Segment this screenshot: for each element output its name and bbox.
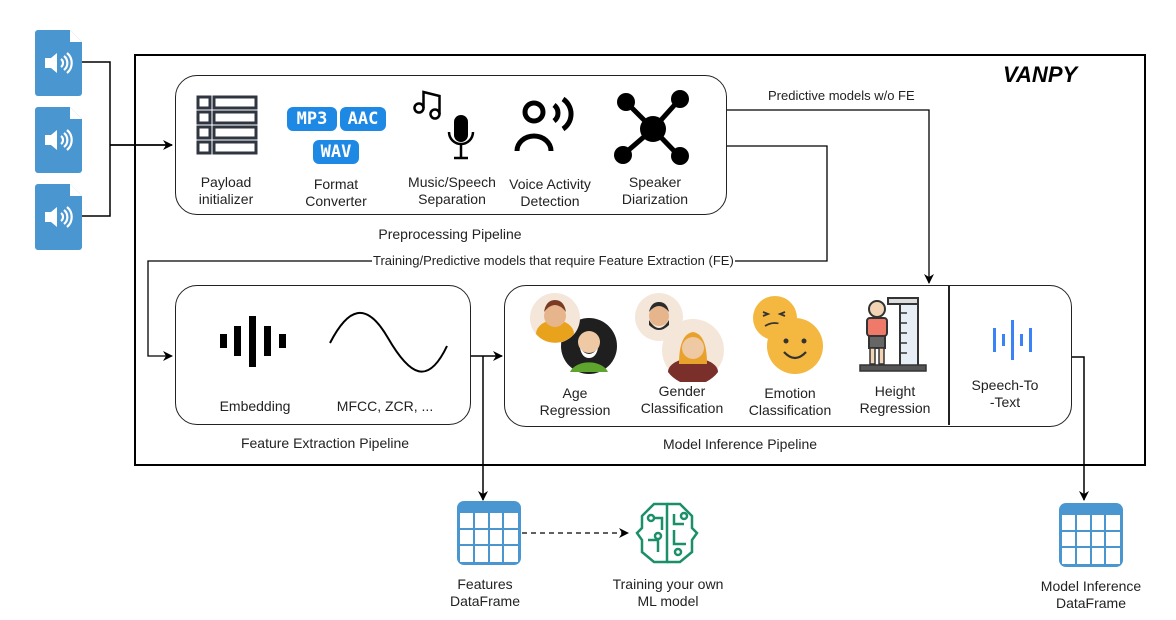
component-label: Height Regression [859, 383, 931, 416]
system-title: VANPY [1003, 62, 1078, 87]
mfcc-label: MFCC, ZCR, ... [336, 398, 434, 414]
edge-without-fe [726, 109, 934, 284]
audio-file-icon[interactable] [35, 30, 83, 96]
preprocessing-caption: Preprocessing Pipeline [378, 226, 522, 242]
sine-wave-icon [329, 311, 448, 373]
brain-icon [635, 502, 699, 564]
stt-divider [948, 286, 950, 425]
component-label: Format Converter [305, 176, 367, 209]
gender-faces-icon [635, 293, 724, 382]
speech-wave-icon [993, 320, 1032, 360]
feature-extraction-pipeline[interactable] [175, 285, 471, 425]
stt-label: Speech-To -Text [971, 377, 1039, 410]
inference-dataframe-icon[interactable] [1058, 502, 1124, 568]
edge-label-without-fe: Predictive models w/o FE [767, 88, 916, 103]
inference-dataframe-label: Model Inference DataFrame [1040, 578, 1142, 611]
feature-extraction-caption: Feature Extraction Pipeline [240, 435, 410, 451]
component-label: Emotion Classification [748, 385, 832, 418]
training-label: Training your own ML model [612, 576, 724, 609]
audio-file-icon[interactable] [35, 107, 83, 173]
network-icon [614, 90, 689, 165]
features-dataframe-label: Features DataFrame [449, 576, 521, 609]
waveform-bars-icon [220, 316, 286, 367]
component-label: Music/Speech Separation [408, 174, 496, 207]
features-dataframe-icon[interactable] [456, 500, 522, 566]
list-icon [196, 95, 258, 155]
vanpy-frame [134, 54, 1146, 466]
input-merge-wire [82, 61, 111, 217]
age-faces-icon [530, 293, 617, 374]
voice-person-icon [514, 96, 574, 152]
model-inference-caption: Model Inference Pipeline [662, 436, 818, 452]
wav-badge: WAV [313, 140, 359, 164]
edge-label-with-fe: Training/Predictive models that require … [372, 253, 735, 268]
component-label: Voice Activity Detection [509, 176, 591, 209]
component-label: Gender Classification [640, 383, 724, 416]
component-label: Speaker Diarization [621, 174, 689, 207]
emotion-faces-icon [753, 296, 823, 374]
aac-badge: AAC [340, 107, 386, 131]
component-label: Age Regression [539, 385, 611, 418]
mi-to-df-arrow [1071, 356, 1089, 501]
embedding-label: Embedding [219, 398, 291, 414]
music-mic-icon [413, 90, 475, 160]
mp3-badge: MP3 [287, 107, 337, 131]
audio-file-icon[interactable] [35, 184, 83, 250]
component-label: Payload initializer [198, 174, 254, 207]
height-measure-icon [859, 297, 927, 372]
